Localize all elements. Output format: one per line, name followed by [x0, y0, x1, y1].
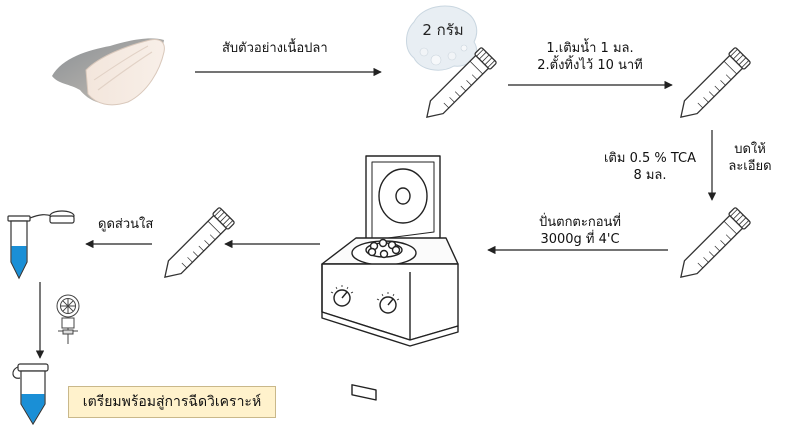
- centrifuge-tube-icon: [672, 206, 752, 286]
- centrifuge-tube-icon: [156, 206, 236, 286]
- step-grind-label: บดให้ ละเอียด: [722, 141, 778, 175]
- final-step-box: เตรียมพร้อมสู่การฉีดวิเคราะห์: [68, 386, 276, 418]
- sample-amount-label: 2 กรัม: [422, 21, 464, 39]
- step-add-water-line1: 1.เติมน้ำ 1 มล.: [546, 41, 634, 56]
- step-grind-line1: บดให้: [734, 142, 766, 157]
- step-chop-label: สับตัวอย่างเนื้อปลา: [222, 41, 328, 56]
- centrifuge-tube-icon: [672, 46, 752, 126]
- centrifuge-machine-icon: [321, 155, 459, 401]
- final-step-label: เตรียมพร้อมสู่การฉีดวิเคราะห์: [82, 394, 262, 410]
- syringe-filter-icon: [56, 294, 80, 344]
- step-supernatant-label: ดูดส่วนใส: [98, 217, 154, 232]
- microcentrifuge-tube-icon: [7, 210, 75, 280]
- step-centrifuge-line1: ปั่นตกตะกอนที่: [538, 215, 621, 230]
- step-add-water-label: 1.เติมน้ำ 1 มล. 2.ตั้งทิ้งไว้ 10 นาที: [520, 40, 660, 74]
- step-centrifuge-label: ปั่นตกตะกอนที่ 3000g ที่ 4'C: [518, 214, 642, 248]
- step-add-tca-label: เติม 0.5 % TCA 8 มล.: [598, 150, 702, 184]
- step-add-tca-line1: เติม 0.5 % TCA: [603, 151, 697, 166]
- microcentrifuge-tube-icon: [12, 363, 49, 426]
- step-grind-line2: ละเอียด: [728, 159, 772, 174]
- minced-sample-icon: [406, 5, 478, 71]
- step-centrifuge-line2: 3000g ที่ 4'C: [540, 232, 620, 247]
- step-add-water-line2: 2.ตั้งทิ้งไว้ 10 นาที: [537, 58, 643, 73]
- fish-fillet-icon: [52, 38, 165, 106]
- step-add-tca-line2: 8 มล.: [633, 168, 667, 183]
